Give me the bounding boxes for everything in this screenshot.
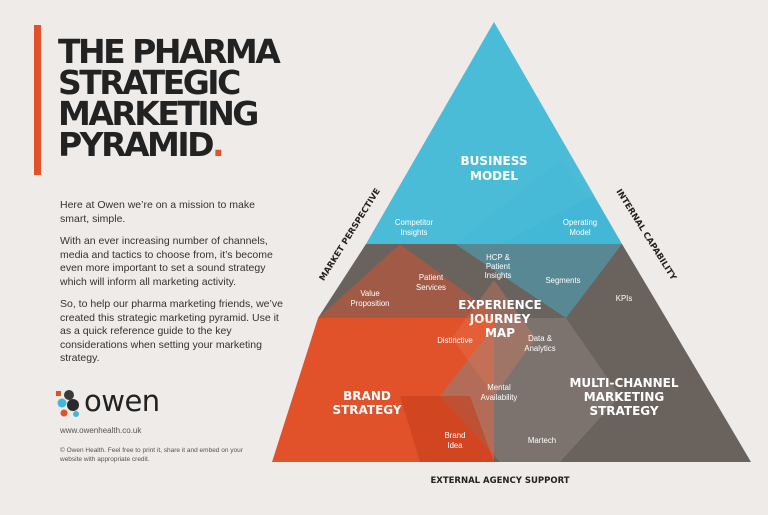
intro-paragraph: Here at Owen we’re on a mission to make … xyxy=(60,199,255,225)
brand-idea-label: Idea xyxy=(447,441,463,450)
owen-logo-wordmark: owen xyxy=(84,384,160,418)
owen-logo-mark-icon xyxy=(56,390,79,417)
hcp-insights-label: Patient xyxy=(486,262,511,271)
data-analytics-label: Data & xyxy=(528,334,553,343)
data-analytics-label: Analytics xyxy=(524,344,555,353)
value-proposition-label: Proposition xyxy=(350,299,389,308)
title-line-1: THE PHARMA xyxy=(58,32,281,71)
operating-model-label: Model xyxy=(569,228,591,237)
brand-strategy-label: STRATEGY xyxy=(332,403,401,417)
experience-map-label: JOURNEY xyxy=(469,312,531,326)
business-model-section xyxy=(366,22,622,244)
mental-availability-label: Mental xyxy=(487,383,511,392)
kpis-label: KPIs xyxy=(616,294,633,303)
competitor-insights-label: Competitor xyxy=(395,218,434,227)
patient-services-label: Patient xyxy=(419,273,444,282)
experience-map-label: EXPERIENCE xyxy=(458,298,541,312)
hcp-insights-label: HCP & xyxy=(486,253,510,262)
competitor-insights-label: Insights xyxy=(401,228,428,237)
title-line-3: MARKETING xyxy=(58,94,259,133)
intro-text: Here at Owen we’re on a mission to make … xyxy=(60,199,285,375)
copyright-text: © Owen Health. Feel free to print it, sh… xyxy=(60,447,243,463)
business-model-label: MODEL xyxy=(470,169,518,183)
external-agency-support-label: EXTERNAL AGENCY SUPPORT xyxy=(430,476,569,486)
patient-services-label: Services xyxy=(416,283,446,292)
experience-band xyxy=(318,244,666,318)
title-line-4: PYRAMID xyxy=(58,125,215,164)
multichannel-label: MARKETING xyxy=(584,390,665,404)
intro-paragraph: With an ever increasing number of channe… xyxy=(60,235,273,288)
title-period: . xyxy=(212,125,225,164)
operating-model-label: Operating xyxy=(563,218,597,227)
title-accent-bar xyxy=(34,25,41,175)
owen-logo: owen xyxy=(56,384,166,420)
martech-label: Martech xyxy=(528,436,556,445)
title-line-2: STRATEGIC xyxy=(58,63,241,102)
website-link[interactable]: www.owenhealth.co.uk xyxy=(60,426,142,435)
segments-label: Segments xyxy=(545,276,580,285)
multichannel-label: STRATEGY xyxy=(589,404,658,418)
experience-map-label: MAP xyxy=(485,326,515,340)
business-model-label: BUSINESS xyxy=(461,154,528,168)
brand-idea-label: Brand xyxy=(445,431,466,440)
hcp-insights-label: Insights xyxy=(485,271,512,280)
value-proposition-label: Value xyxy=(360,289,379,298)
multichannel-label: MULTI-CHANNEL xyxy=(569,376,678,390)
brand-strategy-label: BRAND xyxy=(343,389,391,403)
mental-availability-label: Availability xyxy=(481,393,518,402)
intro-paragraph: So, to help our pharma marketing friends… xyxy=(60,298,283,364)
distinctive-label: Distinctive xyxy=(437,336,473,345)
page-title: THE PHARMA STRATEGIC MARKETING PYRAMID. xyxy=(58,32,281,161)
